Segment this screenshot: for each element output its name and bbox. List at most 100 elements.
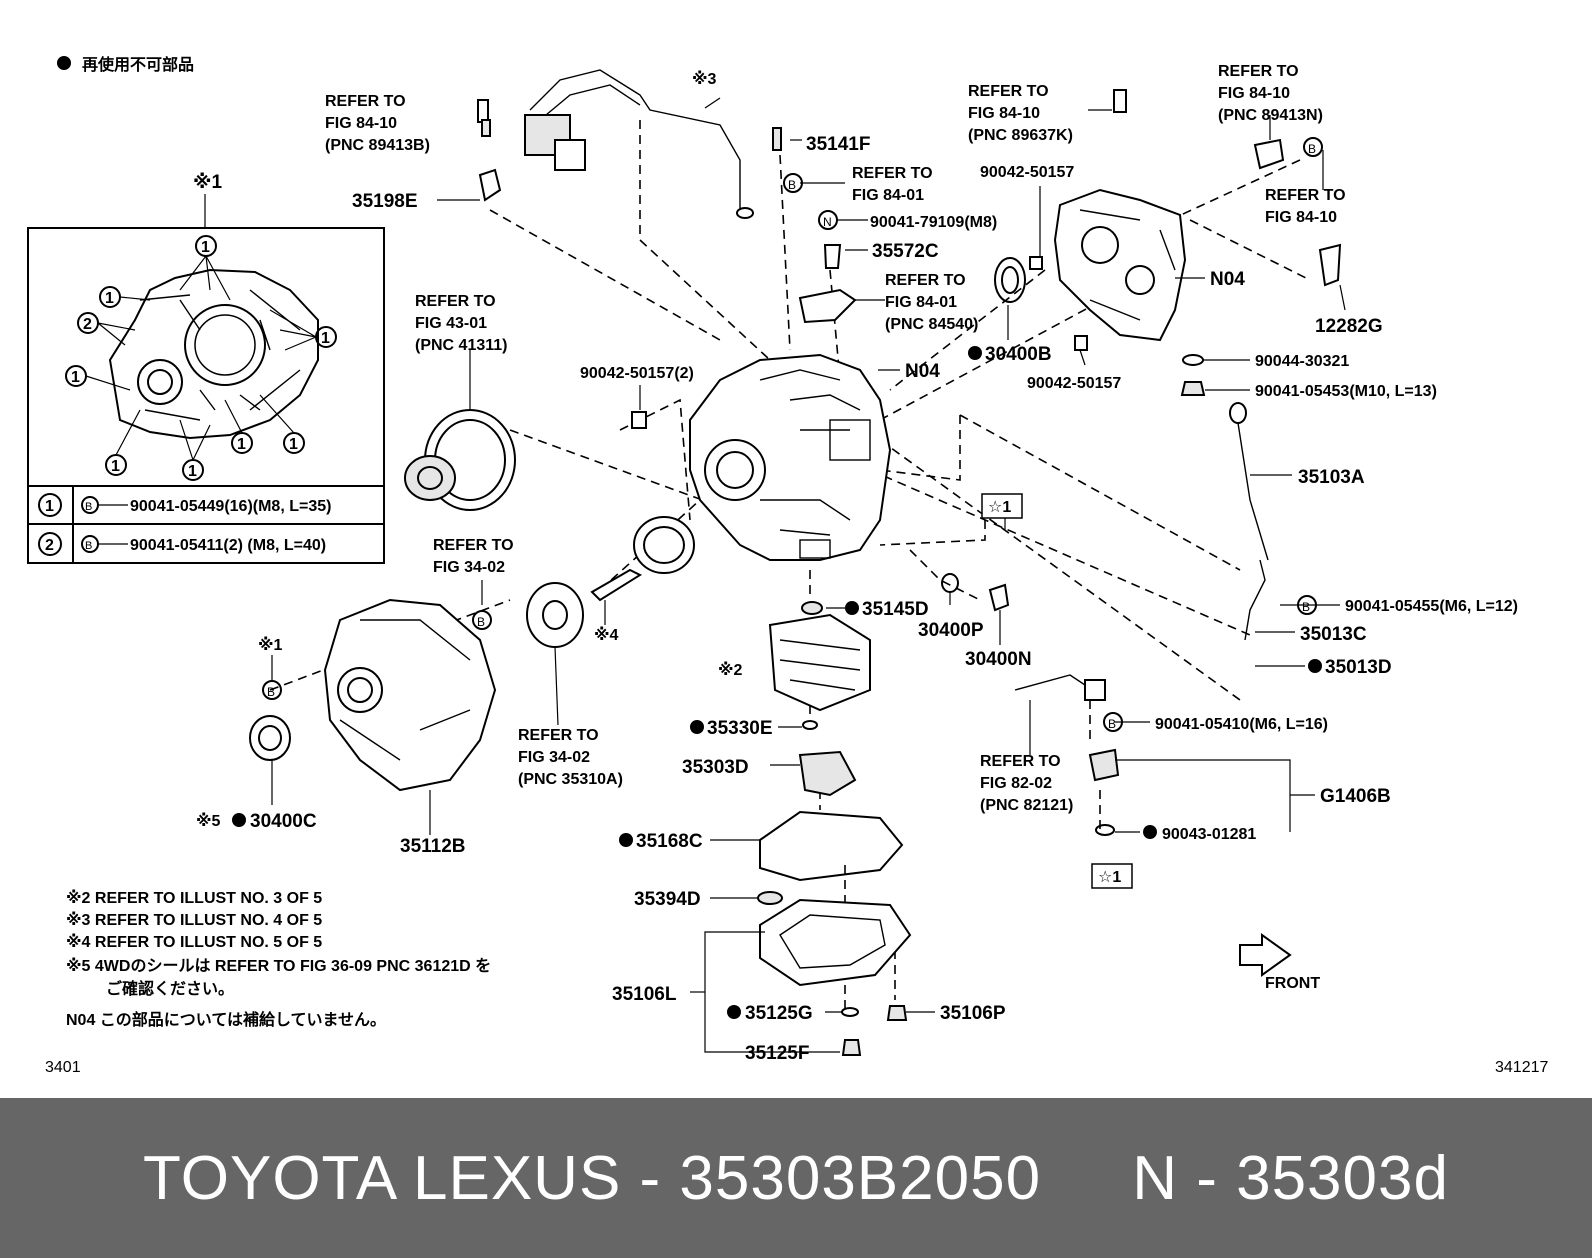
label: FIG 84-10 [1265,209,1337,226]
shaft-illustration [590,516,695,602]
harness-illustration [1014,674,1086,691]
pan-gasket-illustration [759,810,904,882]
inset-callouts: 1 1 2 1 1 1 1 1 1 [65,235,337,481]
pin-illustration [1029,256,1043,270]
plug-illustration [841,1039,862,1056]
part-number: 90041-05455(M6, L=12) [1345,598,1518,615]
part-number: 35394D [634,889,701,910]
part-number: 30400P [918,620,984,641]
note-line: ※3 REFER TO ILLUST NO. 4 OF 5 [66,911,322,929]
pin-illustration [631,411,647,429]
label: FIG 84-10 [325,115,397,132]
part-number: 90042-50157(2) [580,365,694,382]
part-number: 35013D [1325,657,1392,678]
sensor-illustration [1113,89,1127,113]
o-ring-illustration [801,601,823,615]
legend-note: 再使用不可部品 [82,55,194,74]
speed-sensor-illustration [477,99,502,202]
transfer-cover-illustration [1053,188,1187,342]
note-line: ※2 REFER TO ILLUST NO. 3 OF 5 [66,889,322,907]
label: (PNC 84540) [885,316,978,333]
oil-seal-illustration [249,715,291,761]
part-number: 35168C [636,831,703,852]
svg-text:2: 2 [83,316,92,333]
valve-body-illustration [768,613,871,712]
part-number: 90041-05410(M6, L=16) [1155,716,1328,733]
front-arrow-icon [1239,933,1292,977]
svg-text:B: B [788,178,796,192]
part-number: 30400C [250,811,317,832]
oil-pump-illustration [526,582,584,648]
note-line: ※5 4WDのシールは REFER TO FIG 36-09 PNC 36121… [66,957,491,975]
svg-text:1: 1 [289,436,298,453]
note-line: N04 この部品については補給していません。 [66,1010,386,1029]
inset-case-cover-illustration [108,268,319,440]
part-number: 35112B [400,836,466,857]
label: REFER TO [1218,63,1299,80]
svg-text:B: B [1308,142,1316,156]
star-box [1091,863,1133,889]
label: (PNC 41311) [415,337,508,354]
svg-text:1: 1 [188,463,197,480]
svg-text:B: B [1302,600,1310,614]
part-banner: TOYOTA LEXUS - 35303B2050 N - 35303d [0,1098,1592,1258]
catalog-code: 341217 [1495,1059,1548,1076]
label: FIG 84-10 [968,105,1040,122]
note-line: ご確認ください。 [106,979,234,998]
oil-pan-illustration [759,898,912,987]
part-number: 30400B [985,344,1052,365]
bolt-b-mark: B [85,540,92,552]
part-number: 35106L [612,984,677,1005]
inset-mark: ※1 [193,172,222,193]
inset-row2-num: 2 [45,537,54,554]
part-number: 35013C [1300,624,1367,645]
label: ※1 [258,636,283,654]
label: FIG 43-01 [415,315,487,332]
label: (PNC 89637K) [968,127,1073,144]
part-number: 90043-01281 [1162,826,1256,843]
converter-housing-illustration [323,598,497,792]
part-number: 90042-50157 [1027,375,1121,392]
part-number: N04 [1210,269,1245,290]
label: FIG 82-02 [980,775,1052,792]
part-number: 35103A [1298,467,1365,488]
part-number: 35106P [940,1003,1006,1024]
oil-strainer-illustration [798,750,857,797]
label: REFER TO [433,537,514,554]
part-number: 35125F [745,1043,809,1064]
label: (PNC 89413B) [325,137,430,154]
connector-illustration [1084,679,1106,701]
part-number: N04 [905,361,940,382]
label: (PNC 35310A) [518,771,623,788]
label: ※3 [692,70,717,88]
transmission-case-illustration [689,353,892,561]
svg-text:1: 1 [237,436,246,453]
svg-text:1: 1 [321,330,330,347]
gasket-illustration [841,1007,859,1017]
tube-illustration [1244,559,1266,641]
sensor-illustration [1253,138,1285,170]
reference-marks: B N B B B B B [262,137,1323,732]
svg-text:B: B [1108,717,1116,731]
svg-text:1: 1 [201,239,210,256]
bracket-illustration [823,244,842,269]
sensor-illustration [1088,748,1120,782]
washer-illustration [1182,354,1204,366]
label: REFER TO [968,83,1049,100]
leader-lines [271,97,1346,1053]
oil-seal-illustration [994,257,1026,303]
illustration-code: 3401 [45,1059,81,1076]
o-ring-illustration [802,720,818,730]
bolt-illustration [886,1005,908,1021]
label: (PNC 82121) [980,797,1073,814]
part-number: 90041-79109(M8) [870,214,997,231]
bolt-b-mark: B [85,501,92,513]
label: ※2 [718,661,743,679]
part-number: 12282G [1315,316,1383,337]
star-box [981,493,1023,519]
level-gauge-illustration [1229,402,1247,424]
label: FIG 84-01 [885,294,957,311]
part-number: 30400N [965,649,1032,670]
non-reusable-dots [232,346,1322,1019]
